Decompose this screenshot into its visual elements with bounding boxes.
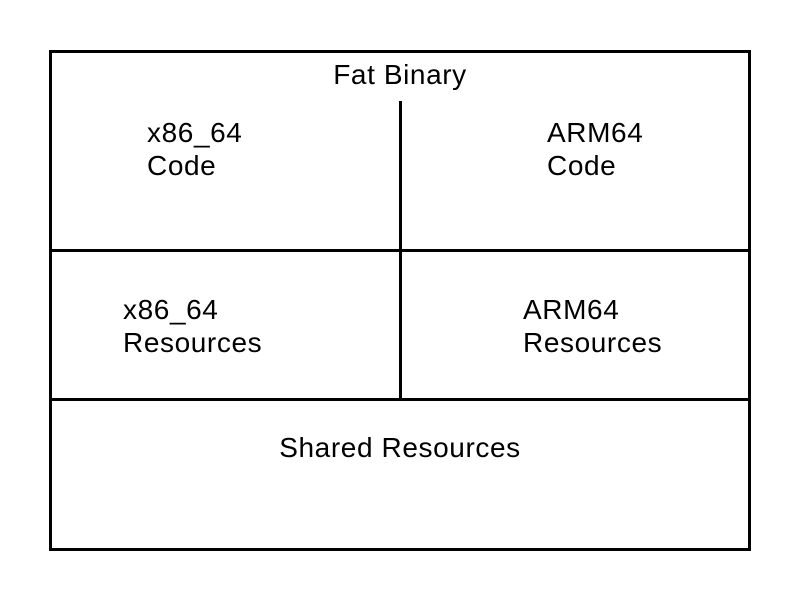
cell-arm64-code-kind: Code: [547, 150, 617, 181]
cell-x86-64-resources: x86_64 Resources: [123, 293, 262, 359]
cell-x86-64-code-kind: Code: [147, 150, 217, 181]
cell-arm64-resources-arch: ARM64: [523, 294, 620, 325]
cell-x86-64-code-arch: x86_64: [147, 117, 243, 148]
cell-arm64-resources: ARM64 Resources: [523, 293, 662, 359]
cell-x86-64-resources-kind: Resources: [123, 327, 263, 358]
cell-x86-64-code: x86_64 Code: [147, 116, 242, 182]
divider-architecture-columns: [399, 101, 402, 401]
fat-binary-outer-box: Fat Binary x86_64 Code ARM64 Code x86_64…: [49, 50, 751, 551]
cell-arm64-code: ARM64 Code: [547, 116, 643, 182]
diagram-title: Fat Binary: [333, 59, 467, 90]
cell-x86-64-resources-arch: x86_64: [123, 294, 219, 325]
cell-arm64-code-arch: ARM64: [547, 117, 644, 148]
cell-shared-resources: Shared Resources: [279, 432, 521, 463]
cell-arm64-resources-kind: Resources: [523, 327, 663, 358]
